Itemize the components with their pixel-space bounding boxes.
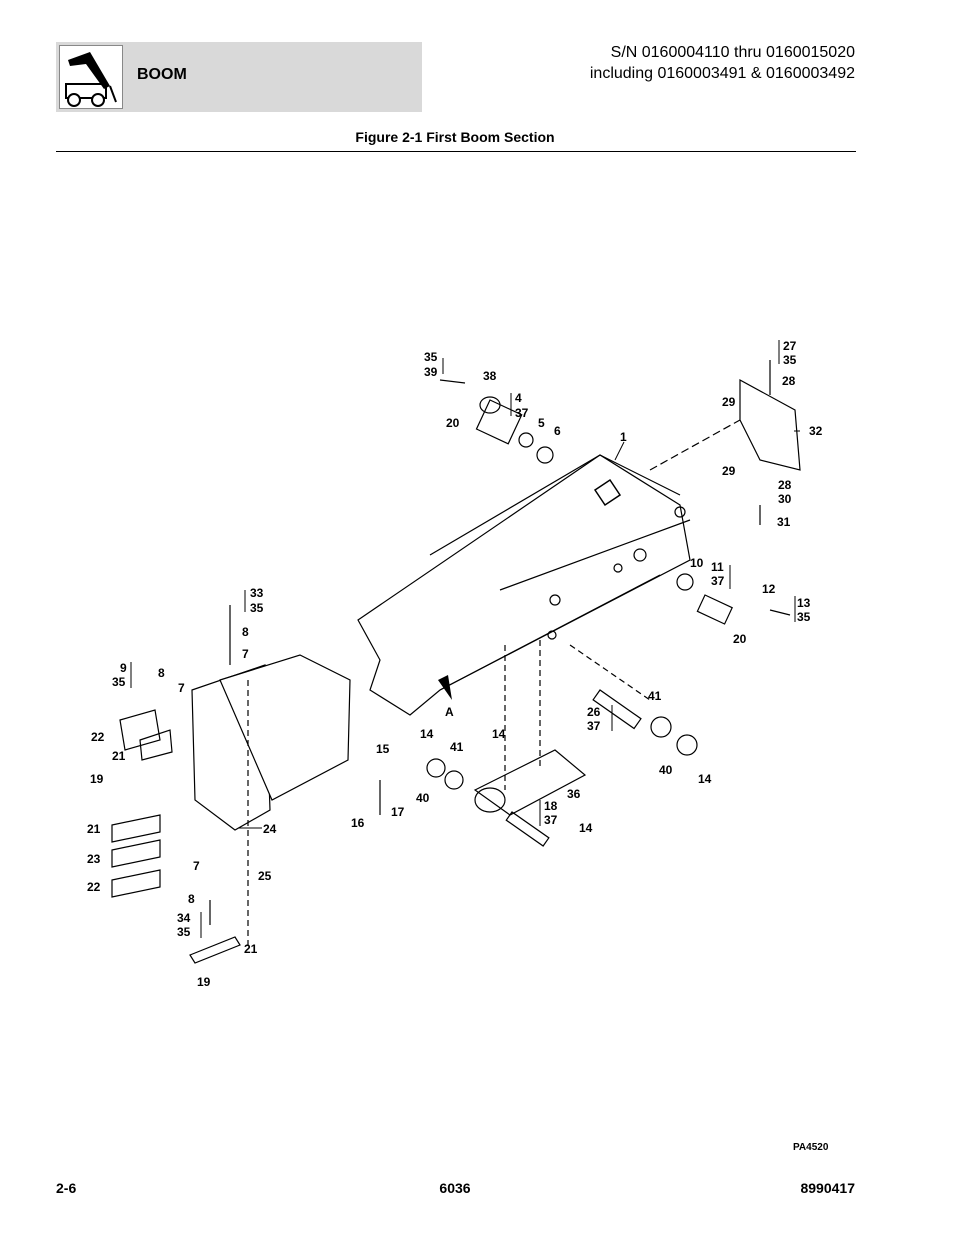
model-number: 6036 <box>439 1180 471 1196</box>
view-arrow-a <box>438 675 452 700</box>
callout-7: 7 <box>242 647 249 661</box>
callout-14: 14 <box>698 772 712 786</box>
serial-range: S/N 0160004110 thru 0160015020 including… <box>590 42 855 84</box>
callout-22: 22 <box>91 730 105 744</box>
callout-33: 33 <box>250 586 264 600</box>
header-rule <box>56 151 856 152</box>
callout-32: 32 <box>809 424 823 438</box>
callout-24: 24 <box>263 822 277 836</box>
callout-29: 29 <box>722 464 736 478</box>
callout-35: 35 <box>424 350 438 364</box>
callout-27: 27 <box>783 339 797 353</box>
callout-36: 36 <box>567 787 581 801</box>
callout-28: 28 <box>782 374 796 388</box>
figure-title: Figure 2-1 First Boom Section <box>355 129 555 145</box>
callout-4: 4 <box>515 391 522 405</box>
callout-38: 38 <box>483 369 497 383</box>
callout-15: 15 <box>376 742 390 756</box>
callout-8: 8 <box>158 666 165 680</box>
callout-7: 7 <box>178 681 185 695</box>
callout-21: 21 <box>87 822 101 836</box>
callout-5: 5 <box>538 416 545 430</box>
callout-10: 10 <box>690 556 704 570</box>
callout-35: 35 <box>177 925 191 939</box>
manual-number: 8990417 <box>800 1180 855 1196</box>
callout-13: 13 <box>797 596 811 610</box>
callout-35: 35 <box>250 601 264 615</box>
callout-37: 37 <box>544 813 558 827</box>
callout-18: 18 <box>544 799 558 813</box>
callout-21: 21 <box>112 749 126 763</box>
callout-a: A <box>445 705 454 719</box>
section-title: BOOM <box>137 66 187 83</box>
callout-16: 16 <box>351 816 365 830</box>
callout-40: 40 <box>659 763 673 777</box>
side-plate <box>739 378 801 471</box>
callout-20: 20 <box>733 632 747 646</box>
callout-41: 41 <box>648 689 662 703</box>
callout-20: 20 <box>446 416 460 430</box>
callout-14: 14 <box>579 821 593 835</box>
callout-19: 19 <box>197 975 211 989</box>
callout-1: 1 <box>620 430 627 444</box>
callout-41: 41 <box>450 740 464 754</box>
page-number: 2-6 <box>56 1180 77 1196</box>
callout-34: 34 <box>177 911 191 925</box>
callout-40: 40 <box>416 791 430 805</box>
callout-35: 35 <box>112 675 126 689</box>
callout-37: 37 <box>587 719 601 733</box>
callout-35: 35 <box>797 610 811 624</box>
callout-39: 39 <box>424 365 438 379</box>
callout-35: 35 <box>783 353 797 367</box>
callout-22: 22 <box>87 880 101 894</box>
callout-23: 23 <box>87 852 101 866</box>
callout-37: 37 <box>711 574 725 588</box>
callout-14: 14 <box>420 727 434 741</box>
callout-25: 25 <box>258 869 272 883</box>
callout-28: 28 <box>778 478 792 492</box>
callout-29: 29 <box>722 395 736 409</box>
callout-19: 19 <box>90 772 104 786</box>
serial-line-1: S/N 0160004110 thru 0160015020 <box>610 44 855 61</box>
callout-8: 8 <box>188 892 195 906</box>
telehandler-boom-icon <box>59 45 123 109</box>
callout-6: 6 <box>554 424 561 438</box>
callout-11: 11 <box>711 560 724 574</box>
callout-37: 37 <box>515 406 529 420</box>
serial-line-2: including 0160003491 & 0160003492 <box>589 65 855 82</box>
callout-14: 14 <box>492 727 506 741</box>
callout-21: 21 <box>244 942 258 956</box>
callout-31: 31 <box>777 515 791 529</box>
drawing-code: PA4520 <box>793 1142 829 1153</box>
callout-12: 12 <box>762 582 776 596</box>
callout-9: 9 <box>120 661 127 675</box>
callout-8: 8 <box>242 625 249 639</box>
callout-26: 26 <box>587 705 601 719</box>
callout-17: 17 <box>391 805 405 819</box>
callout-7: 7 <box>193 859 200 873</box>
callout-30: 30 <box>778 492 792 506</box>
